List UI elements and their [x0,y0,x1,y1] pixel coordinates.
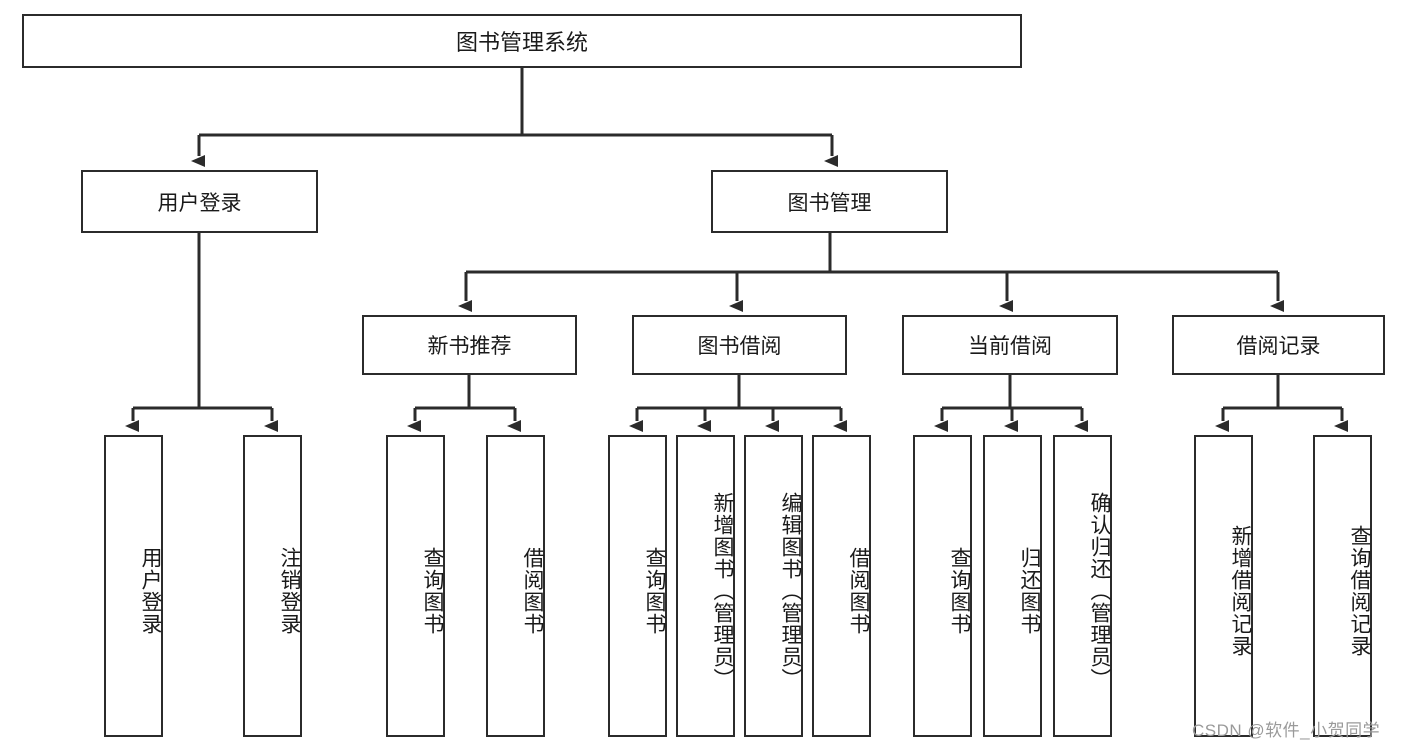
node-leaf-confirm-return[interactable]: 确认归还（管理员） [1053,435,1112,737]
node-leaf-add-record-label: 新增借阅记录 [1229,525,1252,657]
borrow-record-to-leaves-connectors [1215,375,1348,432]
node-leaf-query-book-1[interactable]: 查询图书 [386,435,445,737]
node-borrow-record[interactable]: 借阅记录 [1172,315,1385,375]
node-leaf-add-book[interactable]: 新增图书（管理员） [676,435,735,737]
node-leaf-user-logout[interactable]: 注销登录 [243,435,302,737]
node-book-borrow[interactable]: 图书借阅 [632,315,847,375]
node-leaf-query-record-label: 查询借阅记录 [1348,525,1371,657]
node-leaf-user-login-label: 用户登录 [139,547,162,635]
node-root[interactable]: 图书管理系统 [22,14,1022,68]
node-leaf-query-book-2[interactable]: 查询图书 [608,435,667,737]
node-book-manage[interactable]: 图书管理 [711,170,948,233]
node-borrow-record-label: 借阅记录 [1236,335,1321,358]
node-leaf-borrow-book-2[interactable]: 借阅图书 [812,435,871,737]
node-leaf-borrow-book-1-label: 借阅图书 [521,547,544,635]
node-current-borrow[interactable]: 当前借阅 [902,315,1118,375]
node-current-borrow-label: 当前借阅 [968,335,1052,358]
node-leaf-edit-book-label: 编辑图书（管理员） [779,492,802,690]
node-leaf-query-book-3[interactable]: 查询图书 [913,435,972,737]
root-to-level2-connectors [191,68,838,167]
node-leaf-confirm-return-label: 确认归还（管理员） [1088,492,1111,690]
node-leaf-return-book-label: 归还图书 [1018,547,1041,635]
node-user-login-label: 用户登录 [157,191,242,215]
node-root-label: 图书管理系统 [455,30,588,55]
node-leaf-user-login[interactable]: 用户登录 [104,435,163,737]
node-leaf-query-book-3-label: 查询图书 [948,547,971,635]
node-book-borrow-label: 图书借阅 [697,335,782,358]
node-new-book-recommend-label: 新书推荐 [427,335,512,358]
user-login-to-leaves-connectors [125,233,278,432]
book-manage-to-level3-connectors [458,233,1284,312]
node-new-book-recommend[interactable]: 新书推荐 [362,315,577,375]
node-leaf-query-book-2-label: 查询图书 [643,547,666,635]
node-leaf-query-book-1-label: 查询图书 [421,547,444,635]
current-borrow-to-leaves-connectors [934,375,1088,432]
node-leaf-return-book[interactable]: 归还图书 [983,435,1042,737]
node-leaf-query-record[interactable]: 查询借阅记录 [1313,435,1372,737]
csdn-watermark: CSDN @软件_小贺同学 [1192,721,1381,740]
node-leaf-user-logout-label: 注销登录 [278,547,301,635]
node-book-manage-label: 图书管理 [787,191,872,215]
node-leaf-borrow-book-1[interactable]: 借阅图书 [486,435,545,737]
node-user-login[interactable]: 用户登录 [81,170,318,233]
book-borrow-to-leaves-connectors [629,375,847,432]
new-book-to-leaves-connectors [407,375,521,432]
node-leaf-add-record[interactable]: 新增借阅记录 [1194,435,1253,737]
node-leaf-edit-book[interactable]: 编辑图书（管理员） [744,435,803,737]
node-leaf-borrow-book-2-label: 借阅图书 [847,547,870,635]
node-leaf-add-book-label: 新增图书（管理员） [711,492,734,690]
